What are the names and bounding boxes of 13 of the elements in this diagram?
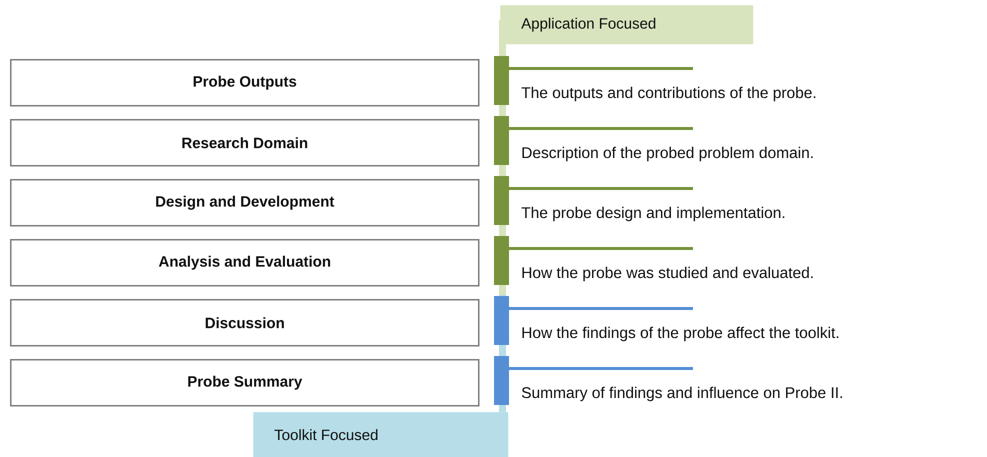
- description-text: The probe design and implementation.: [522, 206, 784, 222]
- description-text: How the findings of the probe affect the toolkit.: [522, 326, 838, 342]
- section-box: Probe Outputs: [10, 59, 480, 106]
- section-box: Research Domain: [10, 119, 480, 166]
- section-label: Toolkit Focused: [253, 412, 508, 457]
- description-text: How the probe was studied and evaluated.: [522, 266, 813, 282]
- section-box: Discussion: [10, 298, 480, 346]
- description-text: The outputs and contributions of the probe.: [522, 86, 816, 102]
- section-box: Design and Development: [10, 178, 480, 226]
- section-box: Analysis and Evaluation: [10, 238, 480, 286]
- description-text: Summary of findings and influence on Probe II.: [522, 386, 842, 402]
- description-text: Description of the probed problem domain.: [522, 146, 813, 162]
- section-box: Probe Summary: [10, 358, 480, 406]
